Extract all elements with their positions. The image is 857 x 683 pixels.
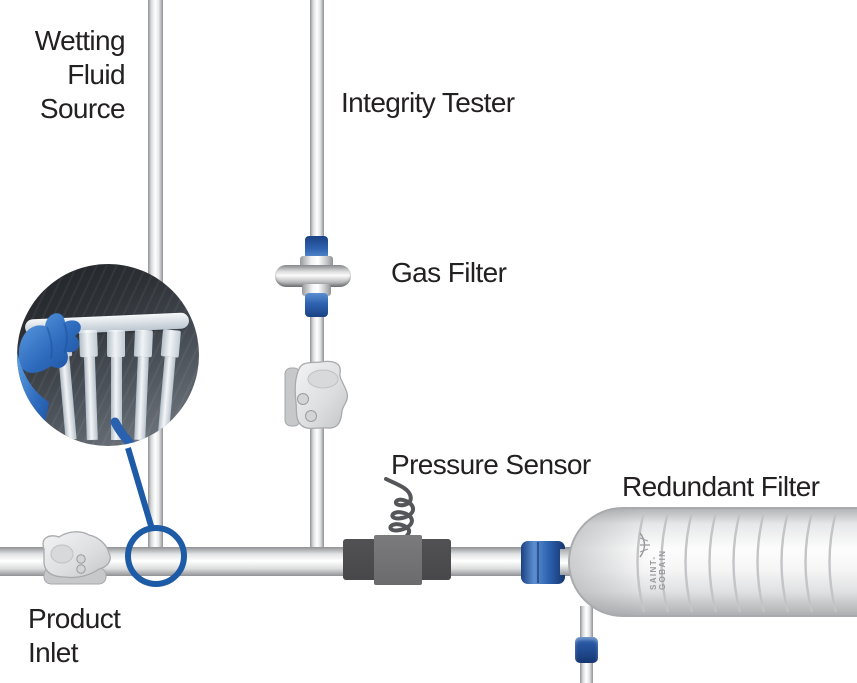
label-gas-filter: Gas Filter bbox=[391, 257, 507, 288]
label-line: Product bbox=[28, 603, 121, 634]
label-redundant-filter: Redundant Filter bbox=[622, 471, 820, 502]
product-inlet-clamp bbox=[42, 531, 111, 585]
manifold-photo-inset bbox=[17, 264, 199, 446]
label-wetting-fluid-source: Wetting Fluid Source bbox=[0, 24, 126, 126]
redundant-filter-ribs bbox=[636, 511, 838, 613]
gloved-hand bbox=[17, 313, 139, 446]
pressure-sensor-block bbox=[374, 535, 422, 585]
gas-filter-lower-connector bbox=[305, 293, 328, 317]
label-line: Wetting bbox=[34, 25, 126, 56]
gas-line-clamp bbox=[284, 360, 349, 430]
label-line: Inlet bbox=[28, 637, 79, 668]
saint-gobain-logo-text: SAINT-GOBAIN bbox=[649, 549, 667, 590]
pressure-sensor-cable bbox=[384, 477, 415, 541]
saint-gobain-bridge-icon bbox=[639, 532, 650, 558]
filter-outlet-connector bbox=[575, 637, 598, 663]
label-line: Fluid bbox=[67, 59, 125, 90]
gas-filter-upper-connector bbox=[305, 236, 328, 259]
filter-inlet-connector-seam bbox=[537, 542, 539, 583]
label-integrity-tester: Integrity Tester bbox=[341, 87, 515, 118]
label-product-inlet: Product Inlet bbox=[28, 602, 121, 670]
label-line: Source bbox=[39, 93, 126, 124]
gas-filter-disc bbox=[275, 265, 351, 287]
label-pressure-sensor: Pressure Sensor bbox=[391, 449, 591, 480]
manifold-leg bbox=[107, 330, 125, 440]
filter-inlet-connector bbox=[521, 541, 565, 584]
